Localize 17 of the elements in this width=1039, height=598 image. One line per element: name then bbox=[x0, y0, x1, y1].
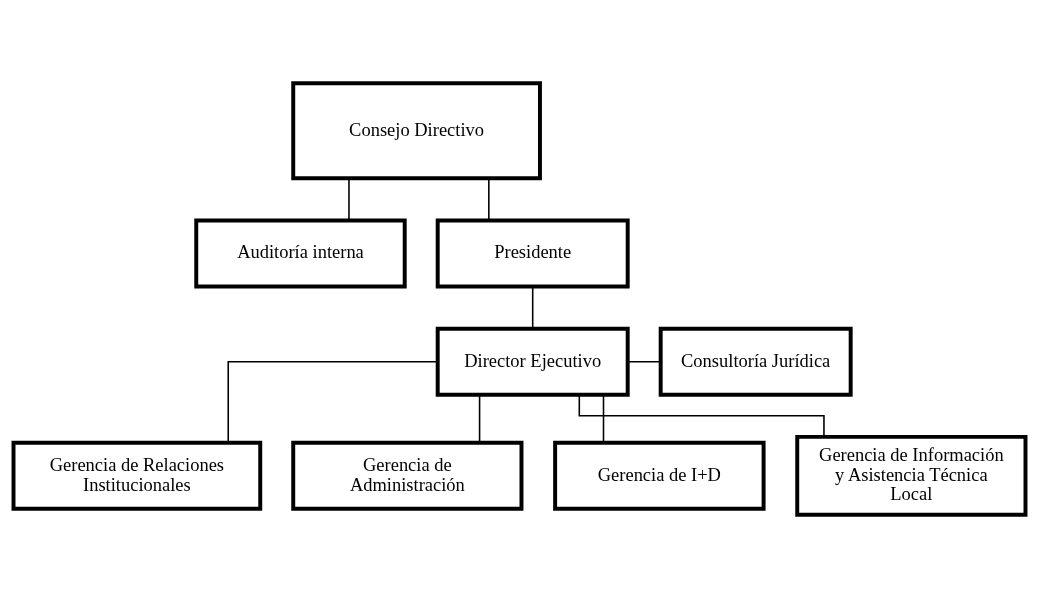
node-box: Consejo Directivo bbox=[291, 81, 542, 181]
connector bbox=[227, 360, 439, 444]
node-box: Gerencia de Información y Asistencia Técnica Local bbox=[795, 434, 1028, 517]
node-box: Presidente bbox=[435, 218, 630, 289]
connector bbox=[602, 393, 605, 444]
connector bbox=[578, 394, 825, 438]
node-box: Consultoría Jurídica bbox=[658, 326, 853, 397]
node-box: Director Ejecutivo bbox=[435, 326, 630, 397]
connector bbox=[348, 177, 350, 222]
node-box: Gerencia de Relaciones Institucionales bbox=[11, 440, 263, 511]
node-box: Gerencia de I+D bbox=[553, 440, 766, 511]
connector bbox=[627, 360, 662, 363]
node-box: Auditoría interna bbox=[194, 218, 407, 289]
connector bbox=[488, 177, 490, 222]
node-box: Gerencia de Administración bbox=[291, 440, 524, 511]
connector bbox=[478, 393, 481, 444]
connector bbox=[531, 285, 534, 330]
